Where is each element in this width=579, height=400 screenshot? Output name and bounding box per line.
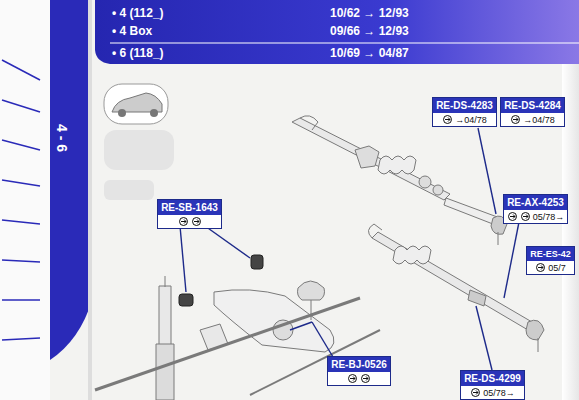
date-range: 10/62 → 12/93 [330, 6, 409, 20]
part-number-box: RE-SB-1643 [157, 199, 222, 229]
fitment-row [328, 372, 390, 385]
part-number: RE-ES-42 [527, 247, 574, 261]
position-icon [178, 217, 189, 226]
header-band [95, 0, 579, 64]
page-fold [88, 0, 92, 400]
part-number-box: RE-DS-4284 →04/78 [500, 97, 565, 127]
part-number: RE-DS-4299 [461, 371, 524, 386]
model-name: • 4 (112_) [112, 6, 164, 20]
position-icon [535, 263, 546, 272]
fitment-row: →04/78 [433, 113, 496, 126]
part-number: RE-SB-1643 [158, 200, 221, 215]
header-rule [110, 42, 579, 44]
part-number: RE-BJ-0526 [328, 357, 390, 372]
position-icon [442, 115, 453, 124]
fitment-row: 05/78→ [461, 386, 524, 399]
date-range: 05/7 [548, 263, 566, 273]
leader-lines [180, 128, 519, 370]
thumbnail-frame [104, 84, 168, 124]
position-icon [470, 388, 481, 397]
model-name: • 6 (118_) [112, 46, 164, 60]
part-number: RE-DS-4284 [501, 98, 564, 113]
position-icon [191, 217, 202, 226]
part-number: RE-AX-4253 [504, 195, 567, 210]
position-icon [510, 115, 521, 124]
steering-parts [95, 116, 544, 400]
position-icon [520, 212, 531, 221]
fitment-row: →04/78 [501, 113, 564, 126]
position-icon [507, 212, 518, 221]
page-tab: 4 - 6 [54, 124, 70, 152]
date-range: 05/78→ [483, 388, 515, 398]
date-range: 09/66 → 12/93 [330, 24, 409, 38]
fitment-row: 05/78→ [504, 210, 567, 223]
side-band [50, 0, 92, 360]
page-edge [0, 0, 50, 400]
date-range: →04/78 [455, 115, 487, 125]
part-number-box: RE-ES-42 05/7 [526, 246, 575, 275]
faded-background [104, 130, 174, 200]
date-range: 05/78→ [533, 212, 565, 222]
part-number-box: RE-AX-4253 05/78→ [503, 194, 568, 224]
model-name: • 4 Box [112, 24, 152, 38]
part-number: RE-DS-4283 [433, 98, 496, 113]
fitment-row: 05/7 [527, 261, 574, 274]
position-icon [360, 374, 371, 383]
part-number-box: RE-DS-4299 05/78→ [460, 370, 525, 400]
page-edge-marks [2, 60, 40, 340]
date-range: →04/78 [523, 115, 555, 125]
part-number-box: RE-BJ-0526 [327, 356, 391, 386]
position-icon [347, 374, 358, 383]
date-range: 10/69 → 04/87 [330, 46, 409, 60]
part-number-box: RE-DS-4283 →04/78 [432, 97, 497, 127]
fitment-row [158, 215, 221, 228]
